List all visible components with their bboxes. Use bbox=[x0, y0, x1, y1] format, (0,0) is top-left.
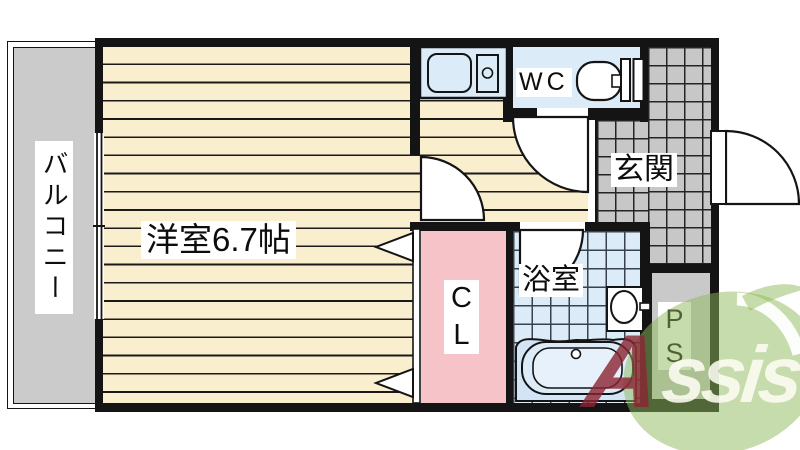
wall-wc-bottom-right bbox=[588, 108, 647, 120]
entrance-label: 玄関 bbox=[611, 153, 677, 188]
wall-top bbox=[95, 38, 719, 47]
entrance-step bbox=[588, 120, 597, 222]
wall-wc-bottom-left bbox=[503, 108, 537, 120]
pipe-space-label: PS bbox=[658, 302, 691, 370]
closet-door-track bbox=[412, 228, 421, 404]
leaf-tip bbox=[742, 284, 800, 311]
room-label: 洋室6.7帖 bbox=[141, 221, 296, 259]
wc-label: WC bbox=[516, 68, 572, 97]
wall-bottom bbox=[95, 403, 719, 412]
wall-room-hall bbox=[410, 38, 420, 155]
balcony-label: バルコニー bbox=[35, 141, 74, 314]
bathroom-label: 浴室 bbox=[519, 264, 584, 298]
wall-left-upper bbox=[95, 38, 103, 135]
entrance-door-arc bbox=[724, 129, 800, 206]
entrance-door-leaf bbox=[710, 130, 727, 205]
wall-mid-left bbox=[410, 222, 520, 231]
wall-mid-right bbox=[585, 222, 650, 231]
wall-closet-bath bbox=[506, 222, 513, 403]
wall-left-lower bbox=[95, 317, 103, 412]
bathroom-floor bbox=[513, 231, 640, 403]
wall-right-upper bbox=[711, 38, 719, 133]
balcony-floor bbox=[13, 47, 99, 404]
leaf-vein bbox=[736, 292, 800, 356]
closet-label: CL bbox=[444, 280, 479, 354]
